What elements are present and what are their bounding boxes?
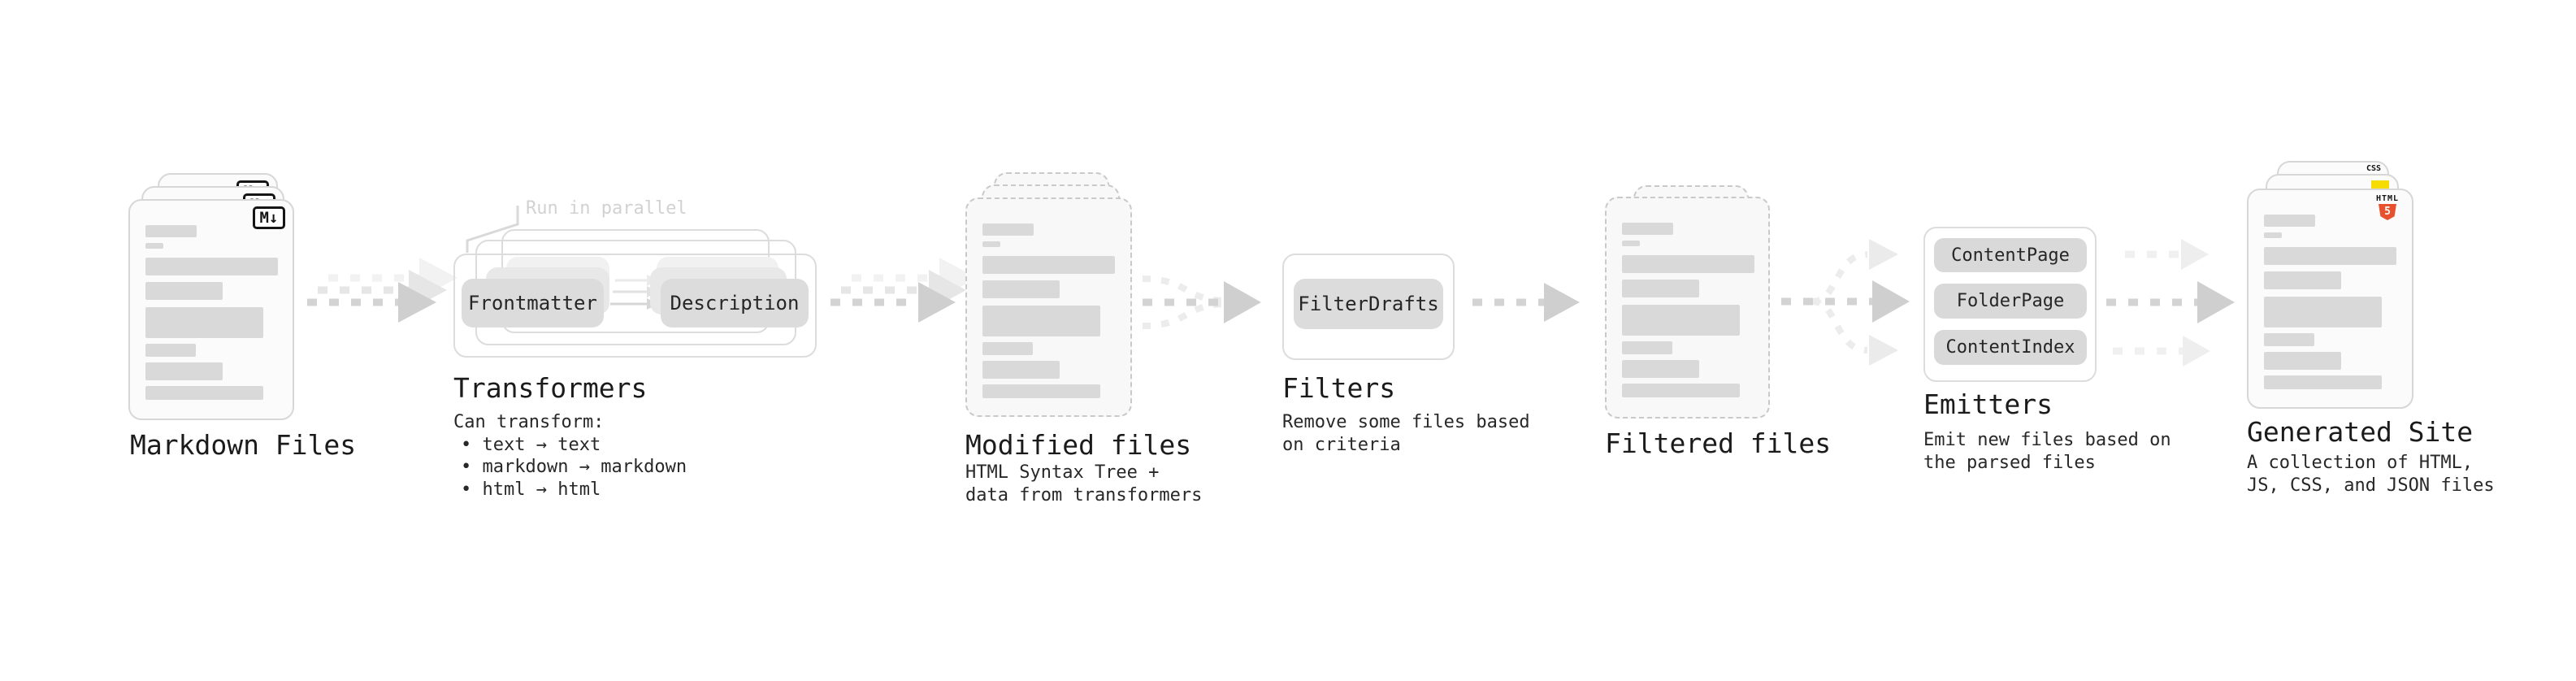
filters-title: Filters [1282,372,1396,404]
doc-text-bar [2264,352,2341,370]
emitters-title: Emitters [1923,388,2053,420]
doc-text-bar [982,256,1115,274]
doc-text-bar [2264,297,2382,327]
markdown-logo-icon: M↓ [253,206,285,229]
emitters-description: Emit new files based on the parsed files [1923,430,2171,473]
doc-text-bar [2264,232,2282,238]
modified-files-description: HTML Syntax Tree + data from transformer… [965,462,1203,505]
doc-text-bar [1622,280,1699,297]
doc-text-bar [1622,305,1740,336]
transformers-desc-heading: Can transform: [453,412,605,432]
contentindex-pill: ContentIndex [1934,330,2087,365]
doc-text-bar [2264,247,2396,265]
transform-bullet: • html → html [461,479,601,500]
transformers-title: Transformers [453,372,648,404]
markdown-file-card-front: M↓ [128,199,294,420]
arrow-markdown-to-transformers [307,258,458,323]
arrow-filters-to-filtered [1472,283,1580,322]
doc-text-bar [145,344,196,357]
doc-text-bar [145,258,278,275]
filters-box [1282,254,1455,360]
doc-text-bar [145,243,163,249]
doc-text-bar [982,361,1060,379]
markdown-files-title: Markdown Files [130,429,357,461]
doc-text-bar [1622,241,1640,246]
filtered-file-card-front [1605,197,1770,419]
arrow-emitters-to-generated-middle [2106,281,2235,323]
generated-site-title: Generated Site [2247,416,2474,448]
arrow-emitters-to-generated-top [2125,239,2209,270]
generated-site-description: A collection of HTML, JS, CSS, and JSON … [2247,453,2495,496]
modified-files-title: Modified files [965,429,1192,461]
doc-text-bar [2264,271,2341,289]
filters-description: Remove some files based on criteria [1282,412,1530,455]
filterdrafts-pill: FilterDrafts [1294,279,1443,329]
doc-text-bar [145,362,223,380]
run-in-parallel-callout: Run in parallel [526,198,687,219]
arrow-transformers-to-modified [830,258,977,323]
transform-bullet: • text → text [461,434,601,455]
generated-html-card-front: HTML 5 [2247,189,2413,409]
transformers-description: Can transform: • text → text • markdown … [453,411,687,501]
arrow-filtered-to-emitters-fanout [1781,239,1910,366]
doc-text-bar [2264,333,2314,346]
html5-icon: HTML 5 [2373,195,2402,220]
contentpage-pill: ContentPage [1934,238,2087,272]
transform-bullet: • markdown → markdown [461,457,687,477]
modified-file-card-front [965,197,1132,417]
doc-text-bar [982,280,1060,298]
description-pill: Description [661,279,809,327]
transformers-box-front [453,254,817,358]
arrow-modified-to-filters-merge [1142,275,1261,329]
folderpage-pill: FolderPage [1934,284,2087,319]
doc-text-bar [982,342,1033,355]
doc-text-bar [1622,255,1754,273]
doc-text-bar [145,282,223,300]
emitters-box [1923,227,2097,382]
doc-text-bar [1622,384,1740,397]
js-icon [2371,180,2389,189]
doc-text-bar [145,307,263,338]
doc-text-bar [2264,215,2315,227]
doc-text-bar [1622,341,1672,354]
doc-text-bar [982,384,1100,398]
doc-text-bar [1622,223,1673,235]
doc-text-bar [982,306,1100,336]
doc-text-bar [145,386,263,400]
doc-text-bar [982,223,1034,236]
doc-text-bar [2264,375,2382,389]
doc-text-bar [1622,360,1699,378]
doc-text-bar [145,225,197,237]
doc-text-bar [982,241,1000,247]
filtered-files-title: Filtered files [1605,427,1832,459]
arrow-emitters-to-generated-bottom [2113,336,2210,367]
frontmatter-pill: Frontmatter [462,279,604,327]
